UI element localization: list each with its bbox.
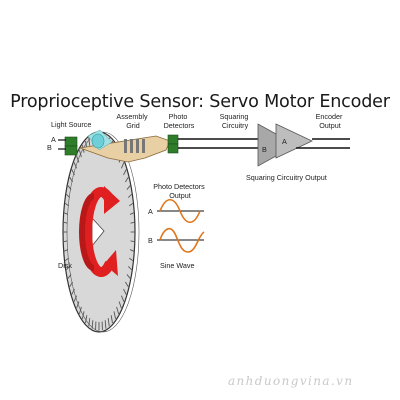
photo-detectors-line-2: Detectors	[164, 121, 195, 130]
disk-slot	[63, 240, 68, 243]
sine-wave-b	[159, 227, 205, 253]
squaring-amplifier	[257, 123, 313, 167]
photo-detectors-line-1: Photo	[169, 112, 188, 121]
squaring-circuitry-line-1: Squaring	[220, 112, 249, 121]
disk-slot	[118, 301, 122, 309]
pd-output-line-1: Photo Detectors	[153, 182, 205, 191]
encoder-output-line-2: Output	[319, 121, 341, 130]
disk-slot	[130, 221, 135, 224]
assembly-grid-line-2: Grid	[126, 121, 140, 130]
disk-slot	[129, 257, 134, 261]
disk-slot	[88, 318, 91, 327]
disk-slot	[73, 295, 78, 302]
light-source-block-a	[64, 136, 78, 147]
diagram-title: Proprioceptive Sensor: Servo Motor Encod…	[10, 92, 391, 112]
amp-b-label: B	[262, 145, 267, 154]
disk-slot	[129, 212, 134, 215]
disk-slot	[129, 203, 134, 207]
disk-slot	[113, 311, 117, 319]
amp-a-label: A	[282, 137, 287, 146]
light-source-block-b	[64, 145, 78, 156]
disk-slot	[76, 301, 80, 309]
disk-slot	[120, 295, 125, 302]
assembly-grid-line-1: Assembly	[116, 112, 148, 121]
disk-slot	[66, 193, 71, 198]
photo-detectors-output-label: Photo Detectors Output	[153, 182, 207, 200]
sine-wave-a	[159, 198, 201, 224]
watermark: anhduongvina.vn	[228, 374, 353, 388]
disk-slot	[104, 320, 107, 329]
disk-slot	[129, 249, 134, 252]
disk-slot	[69, 281, 74, 287]
disk-slot	[69, 177, 74, 183]
assembly-grid-label: Assembly Grid	[116, 112, 149, 130]
disk-slot	[110, 315, 113, 324]
disk-slot	[130, 240, 135, 243]
disk-slot	[76, 155, 80, 163]
photo-detector-block-b	[167, 143, 179, 154]
photo-detector-block-a	[167, 134, 179, 145]
photo-detectors-label: Photo Detectors	[164, 112, 195, 130]
disk-slot	[91, 320, 94, 329]
disk-slot	[78, 149, 82, 158]
disk-slot	[67, 274, 72, 279]
disk-slot	[126, 185, 131, 190]
disk-slot	[123, 169, 127, 176]
disk-slot	[124, 177, 129, 183]
squaring-circuitry-line-2: Circuitry	[222, 121, 249, 130]
light-source-label: Light Source	[51, 120, 91, 129]
disk-slot	[64, 249, 69, 252]
disk-slot	[85, 315, 88, 324]
disk-slot	[124, 281, 129, 287]
disk-label: Disk	[58, 261, 72, 270]
disk-slot	[123, 288, 127, 295]
disk-slot	[107, 318, 110, 327]
sine-wave-label: Sine Wave	[160, 261, 195, 270]
encoder-output-label: Encoder Output	[316, 112, 345, 130]
disk-slot	[66, 266, 71, 271]
encoder-output-line-1: Encoder	[316, 112, 343, 121]
disk-slot	[120, 162, 125, 169]
disk-slot	[63, 221, 68, 224]
pd-output-line-2: Output	[169, 191, 191, 200]
disk-slot	[64, 212, 69, 215]
disk-slot	[64, 257, 69, 261]
disk-slot	[116, 306, 120, 315]
disk-slot	[127, 266, 132, 271]
disk-slot	[64, 203, 69, 207]
amplifier-a-icon	[275, 123, 313, 159]
wave-a-label: A	[148, 207, 153, 216]
disk-slot	[67, 185, 72, 190]
disk-slot	[81, 311, 85, 319]
disk-slot	[78, 306, 82, 315]
channel-b-label: B	[47, 143, 52, 152]
channel-a-label: A	[51, 135, 56, 144]
rotation-arrow-icon	[79, 186, 120, 277]
disk-slot	[71, 288, 75, 295]
squaring-circuitry-output-label: Squaring Circuitry Output	[246, 173, 327, 182]
disk-slot	[126, 274, 131, 279]
disk-slot	[88, 137, 91, 146]
disk-slot	[73, 162, 78, 169]
wave-b-label: B	[148, 236, 153, 245]
squaring-circuitry-label: Squaring Circuitry	[220, 112, 251, 130]
disk-slot	[71, 169, 75, 176]
disk-slot	[127, 193, 132, 198]
optical-assembly	[79, 129, 171, 163]
